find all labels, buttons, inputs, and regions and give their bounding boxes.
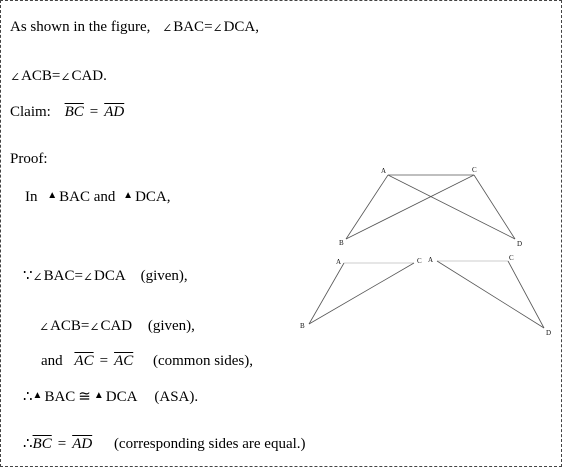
segment-cd-line bbox=[473, 174, 516, 240]
triangle-symbol: ▲ bbox=[93, 390, 104, 401]
segment-ad-line bbox=[387, 174, 516, 240]
punctuation: , bbox=[166, 189, 171, 205]
punctuation: . bbox=[103, 68, 107, 84]
claim-label: Claim: bbox=[10, 104, 51, 120]
proof-setup-line: In ▲BAC and ▲DCA, bbox=[25, 187, 171, 206]
segment-ad: AD bbox=[72, 436, 93, 452]
segment-ad: AD bbox=[104, 104, 125, 120]
angle-acb-label: ACB bbox=[50, 318, 81, 334]
triangle-dca-label: DCA bbox=[105, 389, 137, 405]
angle-bac-label: BAC bbox=[173, 19, 205, 35]
segment-bc: BC bbox=[32, 436, 52, 452]
triangle-symbol: ▲ bbox=[47, 190, 58, 201]
segment-cd-line bbox=[507, 260, 545, 329]
because-symbol: ∵ bbox=[23, 268, 33, 284]
figure-triangle-dca bbox=[436, 260, 545, 329]
equals-sign: = bbox=[89, 104, 99, 120]
segment-bc: BC bbox=[64, 104, 84, 120]
angle-cad-label: CAD bbox=[71, 68, 104, 84]
equals-sign: = bbox=[80, 318, 90, 334]
equals-sign: = bbox=[204, 19, 213, 35]
proof-step-common-side: and AC = AC (common sides), bbox=[41, 352, 253, 370]
equals-sign: = bbox=[51, 68, 61, 84]
angle-symbol: ∠ bbox=[82, 270, 93, 284]
segment-ac: AC bbox=[114, 353, 134, 369]
segment-ab-line bbox=[308, 262, 345, 325]
and-word: and bbox=[41, 353, 63, 369]
segment-cb-line bbox=[345, 174, 475, 240]
segment-ac: AC bbox=[74, 353, 94, 369]
angle-symbol: ∠ bbox=[212, 21, 223, 35]
label-d: D bbox=[517, 240, 522, 248]
given-statement-line-1: As shown in the figure, ∠BAC=∠DCA, bbox=[10, 18, 259, 36]
congruent-symbol: ≅ bbox=[78, 389, 91, 405]
angle-symbol: ∠ bbox=[10, 70, 21, 84]
proof-step-angles-given-2: ∠ACB=∠CAD (given), bbox=[39, 317, 195, 335]
label-c: C bbox=[417, 257, 422, 265]
angle-symbol: ∠ bbox=[89, 320, 100, 334]
proof-heading: Proof: bbox=[10, 150, 48, 168]
label-a: A bbox=[428, 256, 433, 264]
reason-corresponding-sides: (corresponding sides are equal.) bbox=[113, 436, 306, 452]
triangle-symbol: ▲ bbox=[32, 390, 43, 401]
angle-symbol: ∠ bbox=[32, 270, 43, 284]
angle-bac-label: BAC bbox=[43, 268, 75, 284]
label-c: C bbox=[472, 166, 477, 174]
equals-sign: = bbox=[99, 353, 109, 369]
angle-dca-label: DCA bbox=[93, 268, 125, 284]
segment-cb-line bbox=[308, 262, 415, 325]
therefore-symbol: ∴ bbox=[23, 436, 33, 452]
reason-given: (given), bbox=[140, 268, 188, 284]
reason-asa: (ASA). bbox=[154, 389, 199, 405]
label-c: C bbox=[509, 254, 514, 262]
label-b: B bbox=[300, 322, 305, 330]
triangle-dca-label: DCA bbox=[135, 189, 167, 205]
segment-ad-line bbox=[436, 260, 545, 329]
label-a: A bbox=[336, 258, 341, 266]
reason-common-sides: (common sides), bbox=[152, 353, 253, 369]
label-b: B bbox=[339, 239, 344, 247]
triangle-symbol: ▲ bbox=[123, 190, 134, 201]
figure-quadrilateral bbox=[345, 174, 516, 240]
label-d: D bbox=[546, 329, 551, 337]
reason-given: (given), bbox=[147, 318, 195, 334]
punctuation: , bbox=[255, 19, 260, 35]
proof-step-congruence: ∴▲BAC≅▲DCA (ASA). bbox=[23, 387, 198, 406]
segment-ab-line bbox=[345, 174, 389, 240]
given-statement-line-2: ∠ACB=∠CAD. bbox=[10, 67, 107, 85]
angle-dca-label: DCA bbox=[223, 19, 256, 35]
figure-triangle-bac bbox=[308, 262, 415, 325]
therefore-symbol: ∴ bbox=[23, 389, 33, 405]
label-a: A bbox=[381, 167, 386, 175]
angle-symbol: ∠ bbox=[39, 320, 50, 334]
angle-cad-label: CAD bbox=[100, 318, 133, 334]
equals-sign: = bbox=[74, 268, 83, 284]
in-word: In bbox=[25, 189, 38, 205]
angle-acb-label: ACB bbox=[21, 68, 52, 84]
proof-step-angles-given: ∵∠BAC=∠DCA (given), bbox=[23, 267, 188, 285]
given-intro-text: As shown in the figure, bbox=[10, 19, 151, 35]
triangle-bac-label: BAC bbox=[44, 389, 76, 405]
proof-conclusion: ∴BC = AD (corresponding sides are equal.) bbox=[23, 435, 306, 453]
equals-sign: = bbox=[57, 436, 67, 452]
proof-label: Proof: bbox=[10, 151, 48, 167]
and-word: and bbox=[93, 189, 116, 205]
angle-symbol: ∠ bbox=[162, 21, 173, 35]
triangle-bac-label: BAC bbox=[59, 189, 90, 205]
angle-symbol: ∠ bbox=[60, 70, 71, 84]
claim-line: Claim: BC = AD bbox=[10, 103, 124, 121]
